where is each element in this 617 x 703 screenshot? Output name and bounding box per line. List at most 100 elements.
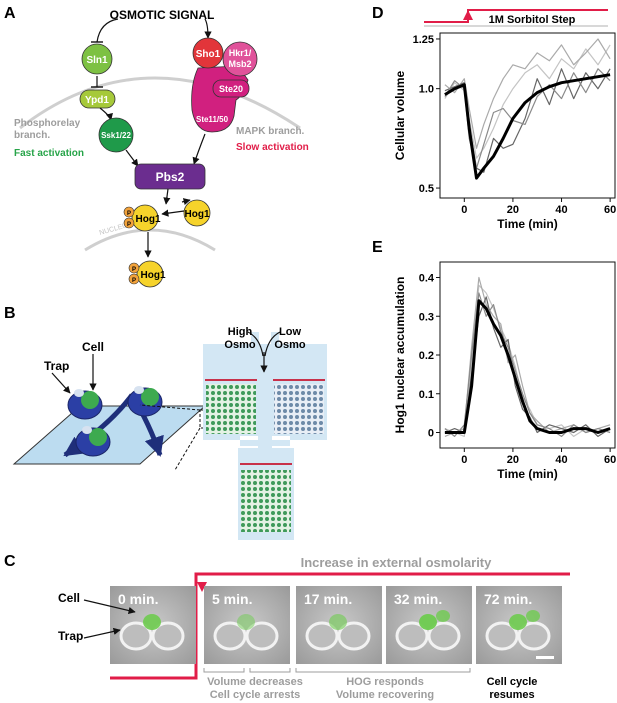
sorbitol-annotation: 1M Sorbitol Step [489,14,576,26]
y-tick-label: 0.4 [419,273,435,285]
panel-label-e: E [372,239,383,256]
timepoint-label: 32 min. [394,591,442,607]
zoom-line-2 [174,427,201,471]
series-line-0 [444,299,611,434]
trap-label-c: Trap [58,629,83,643]
high-osmo-label-2: Osmo [224,339,255,351]
panel-b: B Trap Cell [4,305,327,540]
phosphorelay-label-2: branch. [14,130,50,141]
chamber-left-cells [206,384,256,434]
nuclear-phospho-2-label: P [132,278,136,284]
signal-inhibit-line [96,18,119,43]
y-tick-label: 0.5 [419,183,434,195]
ste20-node [212,79,250,98]
gfp-bud [436,610,450,622]
sho1-node [192,37,224,69]
micrograph-frame: 0 min. [110,586,196,664]
phospho-2 [123,217,135,229]
phospho-1 [123,206,135,218]
cell-arrow-c [83,599,136,615]
hkr1-node [222,41,258,77]
panel-label-d: D [372,5,384,22]
ste20-label: Ste20 [219,84,243,94]
plot-frame [439,32,616,199]
pbs2-label: Pbs2 [156,170,185,184]
mixing-channel [258,344,272,448]
timepoint-label: 72 min. [484,591,532,607]
gfp-cell [143,614,161,630]
trap-arrow-b [51,372,71,394]
trap-plane [12,405,207,465]
cell-label-c: Cell [58,591,80,605]
trap-label-b: Trap [44,359,69,373]
y-tick-label: 0.3 [419,311,434,323]
pbs2-node [134,163,206,190]
phospho-2-label: P [127,222,131,228]
trap-left [395,621,429,651]
micrograph-strip: 0 min.5 min.17 min.32 min.72 min. [110,586,562,664]
caption-cell-cycle-arrests: Cell cycle arrests [210,689,301,701]
x-axis-label: Time (min) [497,467,557,481]
trap-right [427,621,461,651]
nuclear-phospho-1-label: P [132,267,136,273]
inflow-low [264,331,281,357]
chamber-bottom-cells [241,470,291,532]
zoom-line-1 [139,404,201,411]
slow-activation-label: Slow activation [236,142,309,153]
micrograph-frame: 5 min. [204,586,290,664]
trap-left [119,621,153,651]
hog1-p-label: Hog1 [136,214,161,225]
cell-membrane [19,76,301,130]
x-tick-label: 0 [461,204,467,216]
y-tick-label: 0.1 [419,389,434,401]
y-axis-label: Cellular volume [393,71,407,161]
osmolarity-header: Increase in external osmolarity [301,555,493,570]
trap-right [337,621,371,651]
ste11-label: Ste11/50 [196,115,229,124]
nuclear-phospho-1 [128,262,140,274]
panel-a: A OSMOTIC SIGNAL NUCLEUS Sln1 Ypd1 Ssk1/… [4,5,309,288]
y-tick-label: 0.2 [419,350,434,362]
trap-right [517,621,551,651]
bracket-recovery [295,668,471,673]
fast-activation-label: Fast activation [14,148,84,159]
ypd1-arrow [99,107,113,121]
gfp-cell [509,614,527,630]
osmotic-signal-label: OSMOTIC SIGNAL [110,8,215,22]
panel-c: C Increase in external osmolarity 0 min.… [4,553,570,701]
phosphorelay-label-1: Phosphorelay [14,118,81,129]
microfluidic-device: High Osmo Low Osmo [203,326,327,540]
low-osmo-label-1: Low [279,326,301,338]
caption-resumes: resumes [489,689,534,701]
x-tick-label: 40 [555,204,567,216]
x-axis-label: Time (min) [497,217,557,231]
gfp-bud [526,610,540,622]
mapk-label: MAPK branch. [236,126,305,137]
micrograph-frame: 72 min. [476,586,562,664]
trap-left [305,621,339,651]
panel-label-b: B [4,305,16,322]
scale-bar [536,656,554,659]
high-osmo-label-1: High [228,326,253,338]
bracket-17min [249,668,291,673]
phospho-1-label: P [127,211,131,217]
nuclear-phospho-2 [128,273,140,285]
y-tick-label: 1.0 [419,84,434,96]
timepoint-label: 0 min. [118,591,158,607]
y-tick-label: 0 [428,428,434,440]
low-osmo-label-2: Osmo [274,339,305,351]
flow-arrow-left [63,393,135,458]
hog1-phospho-arrow [161,209,185,217]
trap-arrow-c [83,627,121,639]
panel-label-a: A [4,5,16,22]
trap-3 [75,426,111,457]
ssk-arrow [125,149,139,167]
trap-1 [67,389,103,420]
caption-hog-responds: HOG responds [346,676,424,688]
hkr1-label-1: Hkr1/ [229,48,252,58]
hkr1-label-2: Msb2 [228,59,251,69]
